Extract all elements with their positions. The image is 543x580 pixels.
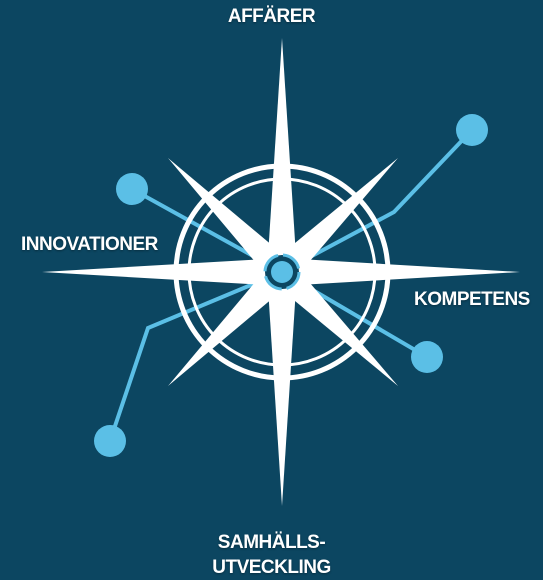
- label-affarer: AFFÄRER: [227, 6, 316, 27]
- node-top-left: [116, 173, 148, 205]
- label-innovationer: INNOVATIONER: [21, 234, 158, 255]
- label-south-line1: SAMHÄLLS-: [217, 532, 326, 553]
- node-top-right: [456, 114, 488, 146]
- label-kompetens: KOMPETENS: [414, 289, 530, 310]
- compass-hub-center: [271, 261, 293, 283]
- compass-diagonal-points: [168, 158, 398, 386]
- compass-cardinal-points: [42, 38, 520, 506]
- node-bottom-left: [94, 425, 126, 457]
- connector-bottom-left: [108, 270, 284, 443]
- connector-top-right: [280, 128, 474, 274]
- node-bottom-right: [411, 341, 443, 373]
- label-south-line2: UTVECKLING: [212, 557, 331, 578]
- label-samhallsutveckling: SAMHÄLLS- UTVECKLING: [0, 530, 543, 580]
